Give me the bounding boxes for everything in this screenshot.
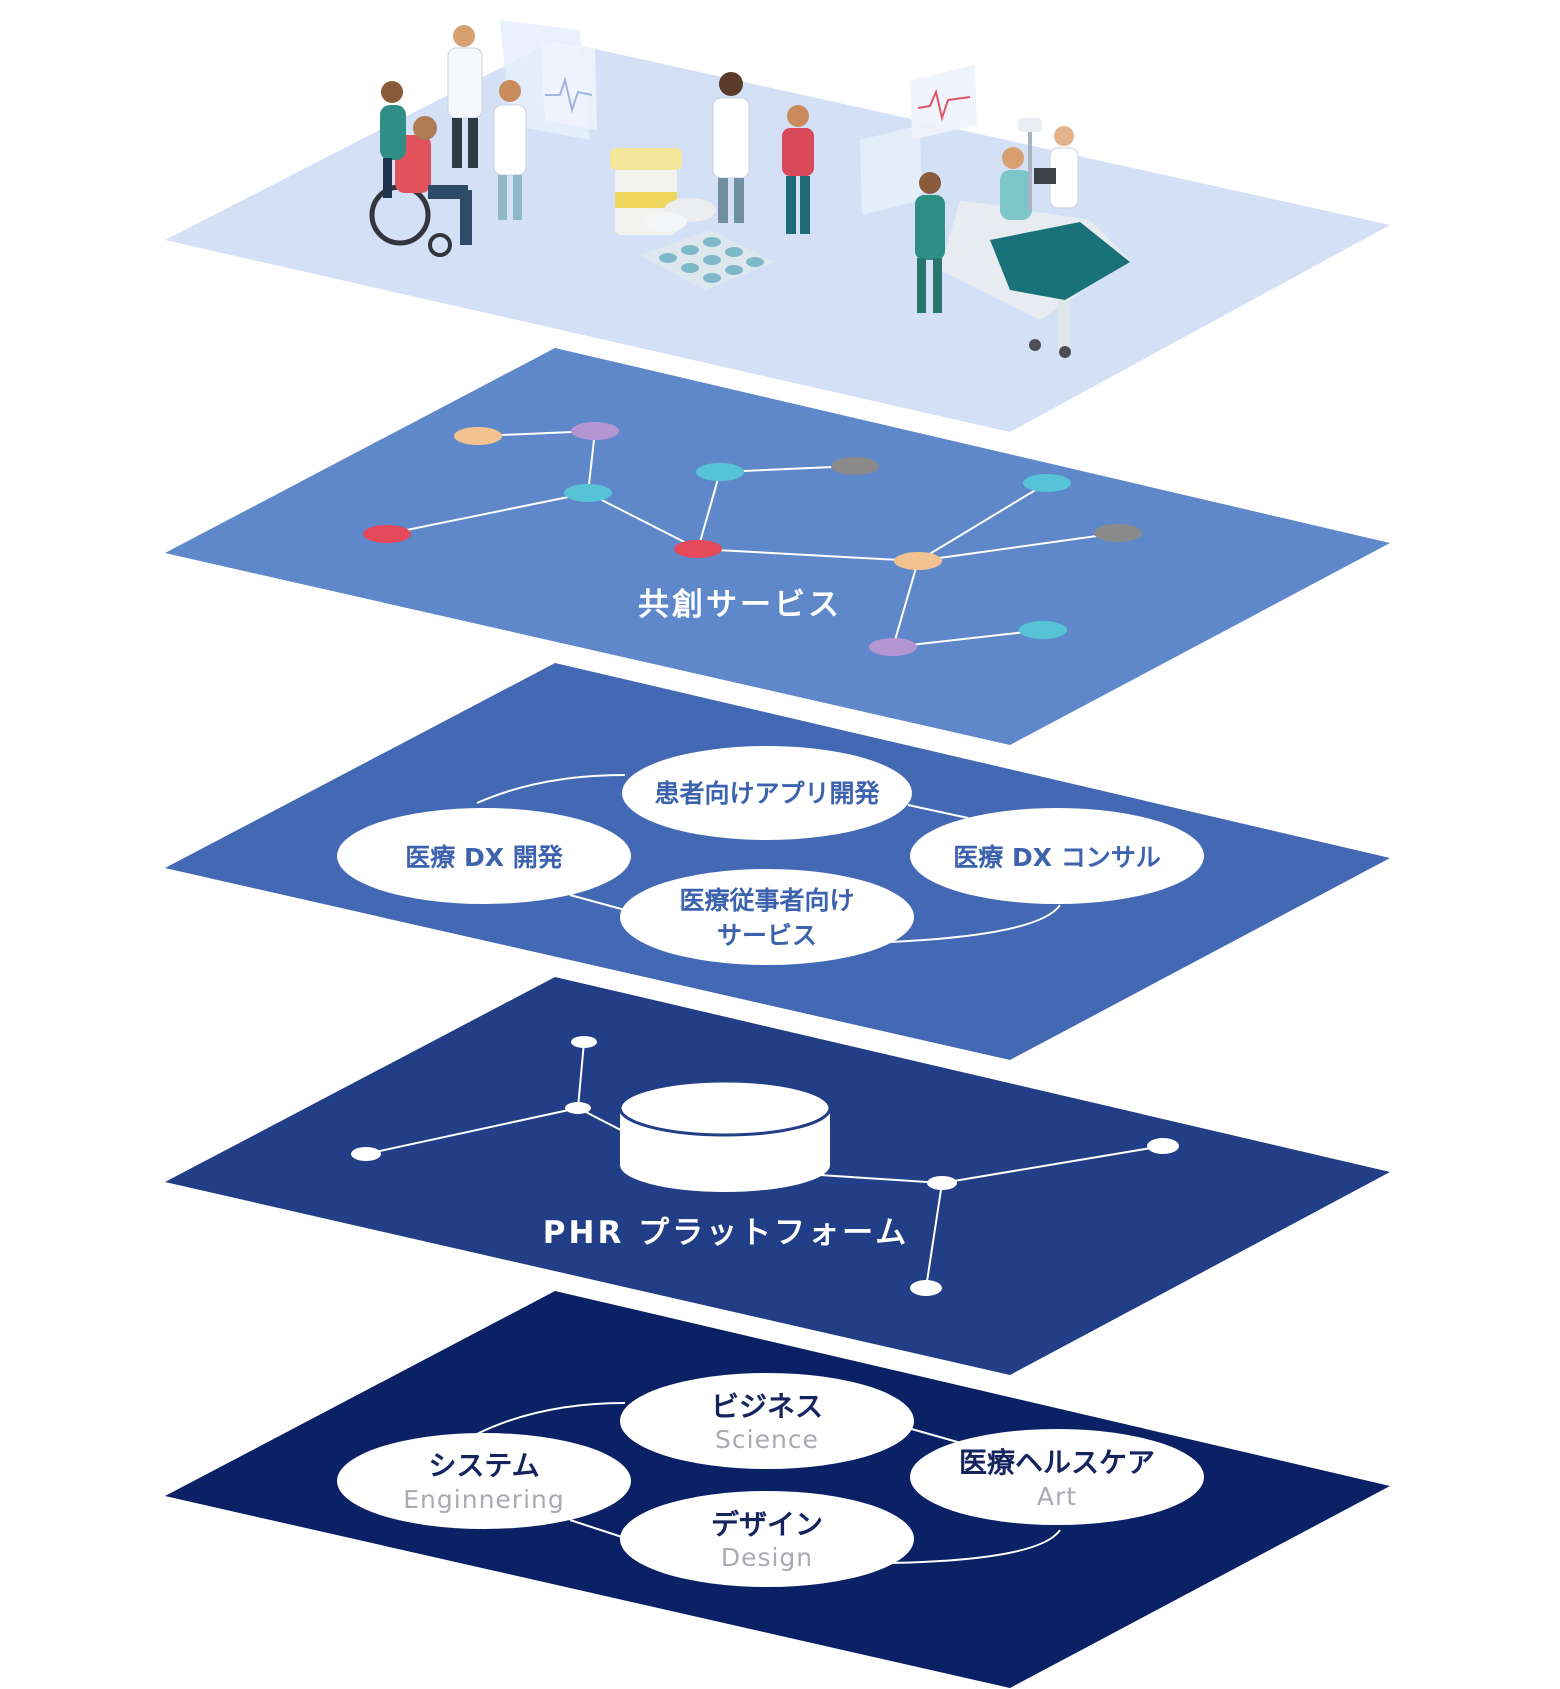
- layer-services: 患者向けアプリ開発 医療 DX 開発 医療 DX コンサル 医療従事者向け サー…: [165, 663, 1390, 1060]
- layer-platform: PHR プラットフォーム: [165, 977, 1390, 1375]
- healthcare-title: 医療ヘルスケア: [959, 1446, 1155, 1479]
- pill-patient-app: 患者向けアプリ開発: [622, 746, 912, 840]
- system-title: システム: [428, 1449, 539, 1482]
- pill-dx-development: 医療 DX 開発: [337, 808, 631, 904]
- network-node: [1147, 1138, 1179, 1154]
- pill-dx-consulting: 医療 DX コンサル: [910, 808, 1204, 904]
- network-node: [927, 1176, 957, 1190]
- layer-scene-plane: [165, 40, 1390, 432]
- network-node: [910, 1280, 942, 1296]
- medical-scene-illustration: [369, 20, 1130, 358]
- business-sub: Science: [715, 1425, 819, 1454]
- network-node: [894, 552, 942, 570]
- layer-foundation: ビジネス Science システム Enginnering 医療ヘルスケア Ar…: [165, 1291, 1390, 1688]
- network-node: [571, 1036, 597, 1048]
- network-node: [1019, 621, 1067, 639]
- design-title: デザイン: [711, 1508, 823, 1541]
- network-node: [564, 484, 612, 502]
- pill-healthcare: 医療ヘルスケア Art: [910, 1429, 1204, 1525]
- network-node: [565, 1102, 591, 1114]
- staff-service-label-line2: サービス: [717, 921, 817, 950]
- platform-nodes: [351, 1036, 1179, 1296]
- network-node: [571, 422, 619, 440]
- co-creation-nodes: [363, 422, 1142, 656]
- platform-label: PHR プラットフォーム: [543, 1215, 909, 1251]
- network-node: [1094, 524, 1142, 542]
- network-node: [674, 540, 722, 558]
- network-node: [363, 525, 411, 543]
- layer-services-plane: [165, 663, 1390, 1060]
- layer-co-creation-plane: [165, 348, 1390, 745]
- patient-app-label: 患者向けアプリ開発: [654, 779, 880, 808]
- network-node: [351, 1147, 381, 1161]
- co-creation-network: [386, 430, 1119, 648]
- business-title: ビジネス: [711, 1390, 823, 1423]
- pill-design: デザイン Design: [620, 1491, 914, 1587]
- staff-service-label-line1: 医療従事者向け: [679, 886, 854, 915]
- healthcare-sub: Art: [1037, 1482, 1077, 1511]
- network-node: [696, 463, 744, 481]
- co-creation-label: 共創サービス: [638, 587, 842, 623]
- network-node: [869, 638, 917, 656]
- pill-system: システム Enginnering: [337, 1433, 631, 1529]
- layer-foundation-plane: [165, 1291, 1390, 1688]
- dx-development-label: 医療 DX 開発: [405, 843, 563, 872]
- database-icon: [618, 1079, 832, 1192]
- network-node: [831, 457, 879, 475]
- network-node: [454, 427, 502, 445]
- dx-consulting-label: 医療 DX コンサル: [953, 843, 1160, 872]
- services-ring: [476, 774, 1061, 943]
- design-sub: Design: [721, 1543, 813, 1572]
- layer-scene: [165, 20, 1390, 432]
- system-sub: Enginnering: [403, 1485, 564, 1514]
- layer-co-creation: 共創サービス: [165, 348, 1390, 745]
- pill-staff-service: 医療従事者向け サービス: [620, 869, 914, 965]
- network-node: [1023, 474, 1071, 492]
- pill-business: ビジネス Science: [620, 1373, 914, 1469]
- platform-network: [365, 1041, 1164, 1289]
